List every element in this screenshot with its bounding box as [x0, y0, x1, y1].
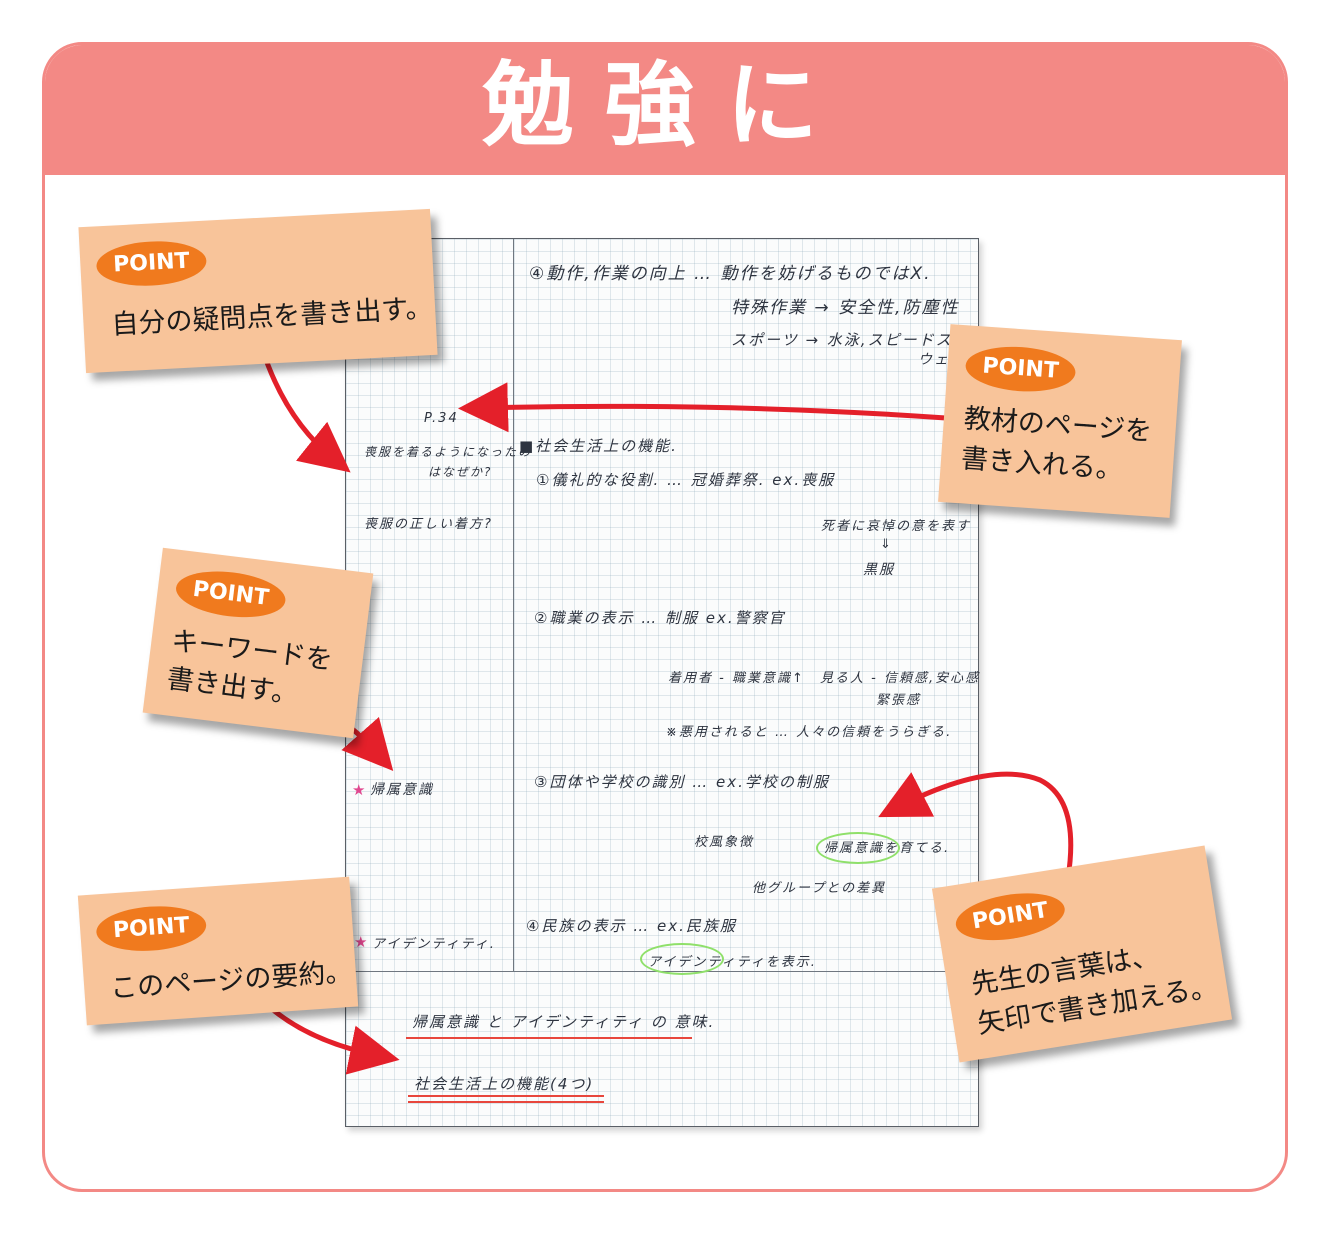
section-title: ■社会生活上の機能. — [519, 437, 678, 455]
highlight-circle — [640, 943, 724, 975]
point-badge: POINT — [964, 343, 1077, 395]
notebook-margin-line — [513, 239, 514, 971]
notebook-page: ④動作,作業の向上 … 動作を妨げるものではX. 特殊作業 → 安全性,防塵性 … — [345, 238, 1002, 1127]
note-line: スポーツ → 水泳,スピードスケート — [731, 331, 1004, 349]
margin-question: 喪服の正しい着方? — [364, 517, 493, 532]
summary-underline — [406, 1037, 692, 1039]
point-card-questions: POINT 自分の疑問点を書き出す。 — [78, 208, 438, 374]
note-item: ④民族の表示 … ex.民族服 — [526, 917, 737, 935]
point-card-keyword: POINT キーワードを 書き出す。 — [142, 547, 374, 739]
page-title: 勉強に — [481, 52, 848, 159]
star-icon: ★ — [352, 781, 366, 799]
arrow-page — [458, 382, 947, 433]
note-subitem: 校風象徴 — [694, 835, 755, 850]
note-item: ③団体や学校の識別 … ex.学校の制服 — [534, 773, 830, 791]
note-subitem: 黒服 — [863, 562, 895, 578]
note-subitem: 他グループとの差異 — [752, 881, 887, 896]
summary-line: 社会生活上の機能(4つ) — [414, 1075, 595, 1093]
summary-underline — [408, 1095, 604, 1097]
note-item: ①儀礼的な役割. … 冠婚葬祭. ex.喪服 — [536, 471, 836, 489]
highlight-circle — [816, 832, 900, 864]
note-subitem: ⇓ — [880, 537, 893, 552]
point-card-page: POINT 教材のページを 書き入れる。 — [938, 324, 1182, 518]
arrow-questions — [259, 347, 351, 473]
summary-line: 帰属意識 と アイデンティティ の 意味. — [412, 1013, 716, 1031]
note-subitem: 着用者 - 職業意識↑ — [668, 671, 805, 686]
star-icon: ★ — [354, 933, 368, 951]
margin-keyword: 帰属意識 — [370, 782, 434, 798]
point-badge: POINT — [952, 886, 1069, 948]
arrow-teacher — [878, 771, 1074, 879]
card-text: 自分の疑問点を書き出す。 — [110, 292, 434, 341]
point-card-summary: POINT このページの要約。 — [77, 876, 359, 1026]
note-subitem: 死者に哀悼の意を表す — [821, 519, 972, 534]
point-badge: POINT — [94, 902, 208, 955]
margin-question: はなぜか? — [428, 465, 493, 479]
point-badge: POINT — [173, 565, 289, 623]
note-subitem: 緊張感 — [876, 693, 922, 708]
note-item: ②職業の表示 … 制服 ex.警察官 — [534, 609, 786, 627]
note-subitem: 見る人 - 信頼感,安心感 — [820, 671, 981, 686]
card-text: このページの要約。 — [109, 956, 354, 1005]
margin-question: 喪服を着るようになったの — [364, 445, 533, 459]
margin-keyword: アイデンティティ. — [372, 937, 496, 952]
point-badge: POINT — [95, 238, 208, 289]
summary-underline — [408, 1101, 604, 1103]
page-reference: P.34 — [424, 411, 459, 426]
header-band: 勉強に — [45, 45, 1285, 175]
note-line: 特殊作業 → 安全性,防塵性 — [731, 298, 960, 318]
note-subitem: ※悪用されると … 人々の信頼をうらぎる. — [666, 725, 953, 740]
note-line: ④動作,作業の向上 … 動作を妨げるものではX. — [529, 264, 932, 284]
